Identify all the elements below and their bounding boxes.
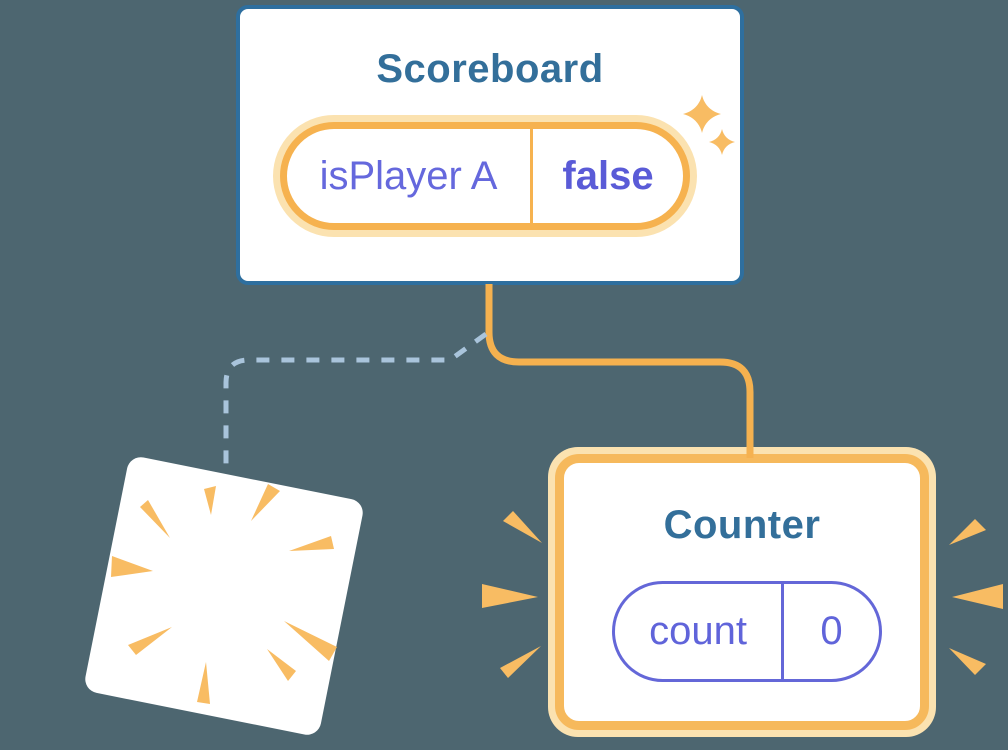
pill-divider <box>781 584 785 679</box>
state-value-label: 0 <box>820 609 843 653</box>
counter-title: Counter <box>663 503 821 547</box>
counter-state-pill: count 0 <box>612 581 882 682</box>
scoreboard-title: Scoreboard <box>376 47 604 91</box>
counter-card-body: Counter count 0 <box>555 454 929 730</box>
state-pill-body: isPlayer A false <box>280 122 690 230</box>
connector-dashed-line <box>223 331 488 466</box>
counter-burst-right-icon <box>949 519 1003 675</box>
state-name-label: isPlayer A <box>319 153 498 198</box>
scoreboard-card: Scoreboard isPlayer A false <box>236 5 744 285</box>
pill-divider <box>530 129 533 223</box>
state-name-label: count <box>649 609 747 653</box>
counter-card: Counter count 0 <box>548 447 936 737</box>
scoreboard-state-pill: isPlayer A false <box>273 115 697 237</box>
connector-solid-line <box>485 284 754 458</box>
state-value-label: false <box>562 153 654 198</box>
removed-component-card <box>82 454 366 738</box>
counter-burst-left-icon <box>482 511 542 678</box>
